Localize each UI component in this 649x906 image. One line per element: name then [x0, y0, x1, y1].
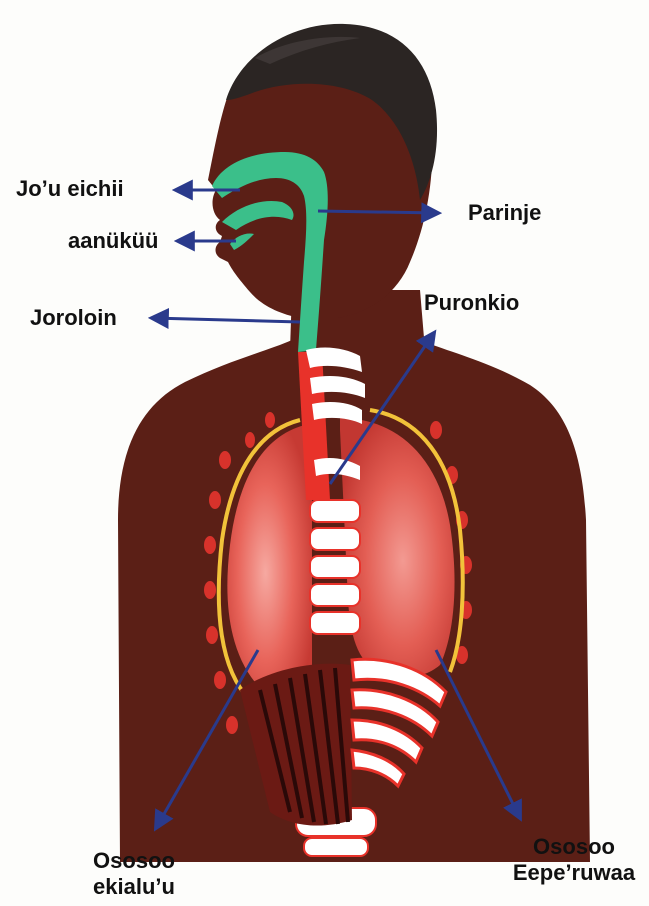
arrow-parinje [318, 211, 438, 213]
label-right-lung-line-2: Eepe’ruwaa [504, 860, 644, 886]
label-right-lung: Ososoo Eepe’ruwaa [504, 834, 644, 886]
arrow-joroloin [152, 318, 300, 322]
label-left-lung-line-1: Ososoo [64, 848, 204, 874]
label-puronkio: Puronkio [424, 290, 519, 316]
label-parinje: Parinje [468, 200, 541, 226]
label-right-lung-line-1: Ososoo [504, 834, 644, 860]
label-nose-cavity: Jo’u eichii [16, 176, 124, 202]
label-joroloin: Joroloin [30, 305, 117, 331]
label-left-lung: Ososoo ekialu’u [64, 848, 204, 900]
label-mouth: aanüküü [68, 228, 158, 254]
label-left-lung-line-2: ekialu’u [64, 874, 204, 900]
